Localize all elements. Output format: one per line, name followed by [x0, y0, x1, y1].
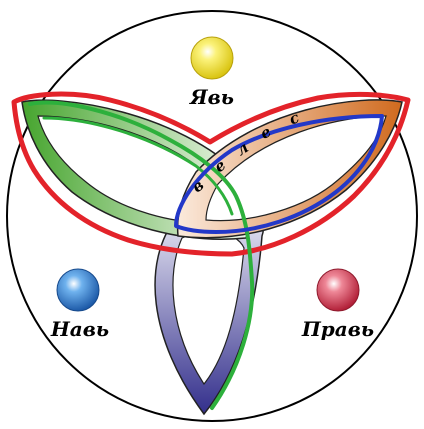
label-yav: Явь: [189, 85, 234, 109]
blue-boundary-outline: [174, 114, 384, 234]
green-path-outline: [28, 100, 255, 410]
label-prav: Правь: [301, 317, 374, 341]
nav-ball: [56, 268, 100, 312]
prav-ball: [316, 268, 360, 312]
yav-ball: [190, 36, 234, 80]
label-nav: Навь: [50, 317, 109, 341]
petal-right-inner: [205, 115, 387, 222]
green-path-inner: [42, 116, 234, 216]
veles-arc-letters: в е л е с: [188, 108, 302, 196]
red-boundary-outline: [11, 91, 411, 257]
